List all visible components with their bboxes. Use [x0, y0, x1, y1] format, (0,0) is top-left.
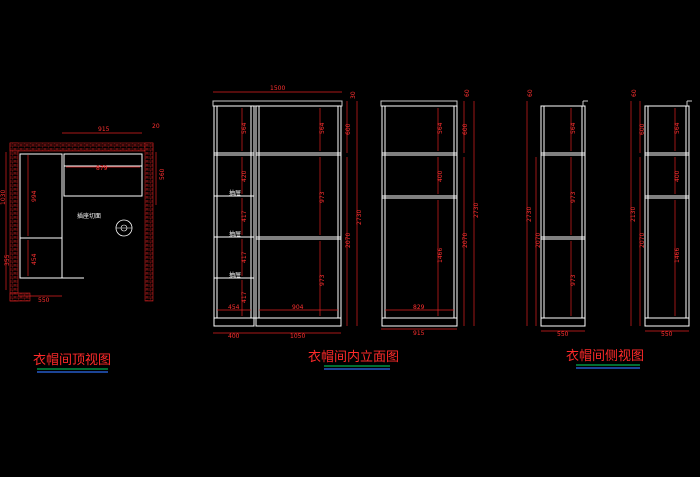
- plan-dim-bottom: 550: [38, 297, 50, 304]
- front-dim-right-1: 600: [345, 123, 352, 135]
- side1-cabinet: [540, 105, 586, 327]
- side1-left-h-1: 2730: [526, 207, 533, 222]
- plan-dim-depth-left: 1030: [0, 190, 7, 205]
- plan-dim-width: 915: [98, 126, 110, 133]
- title-top-view: 衣帽间顶视图: [33, 352, 111, 368]
- front-left-h-1: 564: [241, 122, 248, 134]
- side1-dim-top-gap: 60: [527, 89, 534, 97]
- side2-h-2: 400: [674, 170, 681, 182]
- side1-h-1: 564: [570, 122, 577, 134]
- front-cabinet-left: [213, 105, 255, 327]
- front-dim-bottom-inner-left: 454: [228, 304, 240, 311]
- front-right-h-2: 973: [319, 191, 326, 203]
- front-dim-width-top: 1500: [270, 85, 285, 92]
- side1-dim-bottom: 550: [557, 331, 569, 338]
- brick-wall-bottom: [9, 292, 31, 302]
- middle-dim-bottom: 915: [413, 330, 425, 337]
- front-right-inner: [258, 105, 339, 319]
- drawer-label-1: 抽屉: [229, 189, 241, 197]
- front-dim-body: 2070: [345, 233, 352, 248]
- side2-left-h-2: 2130: [630, 207, 637, 222]
- middle-dim-inner-bottom: 829: [413, 304, 425, 311]
- front-dim-total: 2730: [356, 210, 363, 225]
- middle-top-board: [380, 100, 458, 107]
- middle-dim-top-gap: 60: [464, 89, 471, 97]
- brick-wall-top: [9, 142, 154, 152]
- side2-left-h-1: 600: [639, 123, 646, 135]
- side2-h-3: 1466: [674, 248, 681, 263]
- front-dim-bottom-left: 400: [228, 333, 240, 340]
- side2-cabinet: [644, 105, 690, 327]
- side2-inner: [647, 105, 687, 319]
- front-left-h-3: 417: [241, 210, 248, 222]
- plan-dim-seg-b: 454: [31, 253, 38, 265]
- side1-h-3: 973: [570, 274, 577, 286]
- middle-h-3: 1466: [437, 248, 444, 263]
- middle-right-h-2: 2730: [473, 203, 480, 218]
- middle-right-h-1: 600: [462, 123, 469, 135]
- plan-dim-depth-right: 560: [159, 168, 166, 180]
- plan-cabinet-top: [63, 153, 143, 197]
- brick-wall-right: [144, 142, 154, 302]
- side-view-1: 60 564 973 973 2730 2070 550: [526, 89, 588, 338]
- middle-h-2: 400: [437, 170, 444, 182]
- side1-h-2: 973: [570, 191, 577, 203]
- front-right-h-1: 564: [319, 122, 326, 134]
- title-interior-elevation: 衣帽间内立面图: [308, 349, 399, 365]
- plan-dim-inner-width: 879: [96, 165, 108, 172]
- title-side-view: 衣帽间侧视图: [566, 348, 644, 364]
- top-view-plan: 915 20 879 1030 560 994 454 355 550 插座切面: [0, 123, 166, 304]
- side-view-2: 60 564 400 1466 600 2130 2070 550: [630, 89, 692, 338]
- front-left-h-4: 417: [241, 251, 248, 263]
- side2-dim-top-gap: 60: [631, 89, 638, 97]
- drawer-label-3: 抽屉: [229, 271, 241, 279]
- drawer-label-2: 抽屉: [229, 230, 241, 238]
- middle-inner: [384, 105, 455, 319]
- plan-cabinet-left: [19, 153, 63, 279]
- plan-dim-seg-c: 355: [4, 254, 11, 266]
- front-top-board: [212, 100, 343, 107]
- brick-wall-left: [9, 142, 19, 302]
- front-dim-top-gap: 30: [350, 91, 357, 99]
- middle-elevation: 60 564 400 1466 600 2730 2070 829 915: [380, 89, 480, 337]
- front-dim-bottom-right: 1050: [290, 333, 305, 340]
- front-left-h-5: 417: [241, 291, 248, 303]
- front-right-h-3: 973: [319, 274, 326, 286]
- middle-cabinet: [381, 105, 458, 327]
- side1-left-h-2: 2070: [535, 233, 542, 248]
- front-cabinet-right: [255, 105, 342, 327]
- side2-dim-bottom: 550: [661, 331, 673, 338]
- front-left-h-2: 420: [241, 170, 248, 182]
- socket-icon: [115, 219, 133, 237]
- front-elevation: 1500 30 564 420 417 417 417 抽屉 抽屉 抽屉: [212, 85, 363, 340]
- middle-h-1: 564: [437, 122, 444, 134]
- side2-left-h-3: 2070: [639, 233, 646, 248]
- plan-dim-seg-a: 994: [31, 190, 38, 202]
- middle-right-h-3: 2070: [462, 233, 469, 248]
- front-dim-bottom-inner-right: 904: [292, 304, 304, 311]
- plan-label-socket: 插座切面: [77, 212, 101, 220]
- side2-h-1: 564: [674, 122, 681, 134]
- plan-dim-wall: 20: [152, 123, 160, 130]
